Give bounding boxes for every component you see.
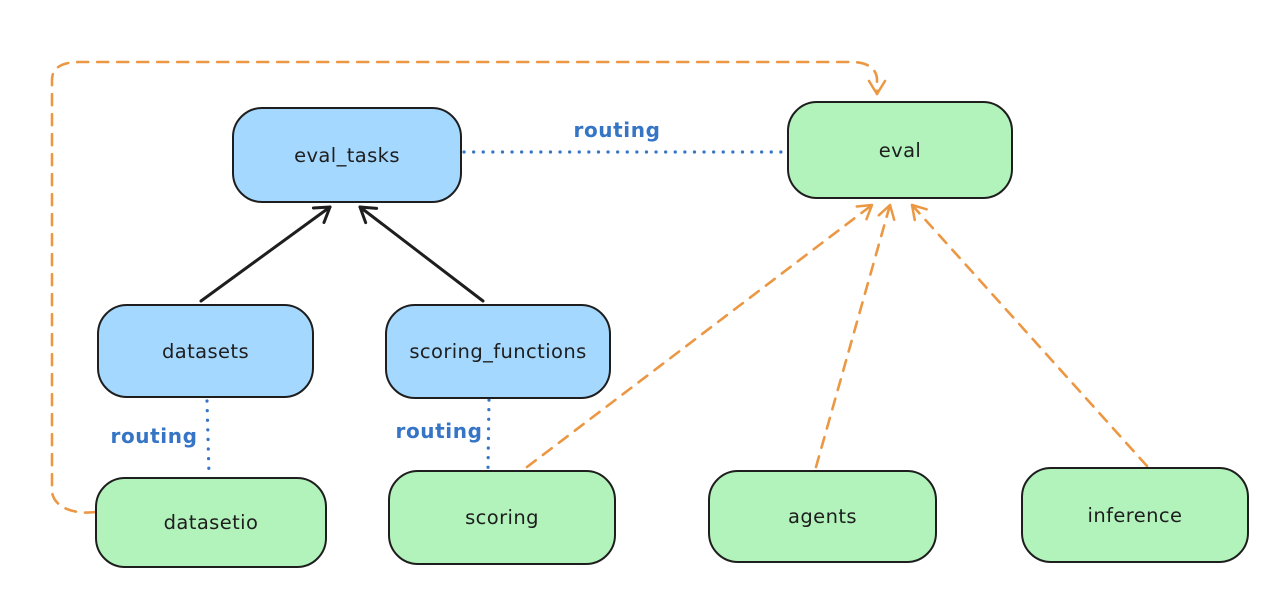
edge-datasetio-to-eval: [50, 60, 887, 514]
node-scoring-functions: scoring_functions: [385, 304, 611, 399]
node-inference: inference: [1021, 467, 1249, 563]
edge-datasets-to-datasetio-routing: [205, 399, 211, 477]
edge-scoring-functions-to-scoring-routing: [486, 398, 491, 470]
edge-datasets-to-eval-tasks: [199, 205, 332, 303]
node-agents-label: agents: [788, 505, 857, 528]
node-datasetio: datasetio: [95, 477, 327, 568]
node-scoring: scoring: [388, 470, 616, 565]
edge-agents-to-eval: [814, 203, 896, 469]
edge-label-routing-scoring: routing: [395, 419, 483, 443]
node-agents: agents: [708, 470, 937, 563]
node-eval: eval: [787, 101, 1013, 199]
node-eval-tasks: eval_tasks: [232, 107, 462, 203]
edge-scoring-to-eval: [525, 203, 874, 469]
edge-label-routing-top: routing: [573, 118, 661, 142]
edge-label-routing-datasets: routing: [110, 424, 198, 448]
edge-inference-to-eval: [910, 203, 1149, 468]
edge-scoring-functions-to-eval-tasks: [358, 205, 485, 303]
node-datasets-label: datasets: [161, 339, 250, 363]
node-eval-tasks-label: eval_tasks: [294, 143, 400, 167]
node-datasetio-label: datasetio: [163, 511, 259, 534]
node-scoring-functions-label: scoring_functions: [409, 340, 587, 363]
node-datasets: datasets: [97, 304, 314, 398]
node-inference-label: inference: [1087, 503, 1183, 527]
node-eval-label: eval: [878, 138, 922, 162]
node-scoring-label: scoring: [465, 506, 539, 529]
